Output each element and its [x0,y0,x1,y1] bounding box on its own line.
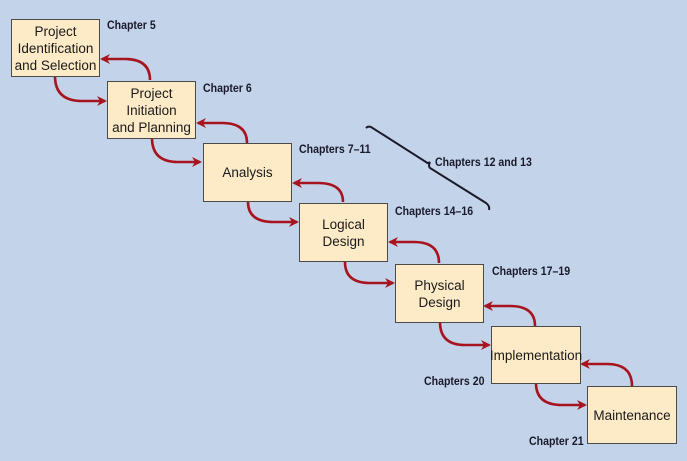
phase-box-physical-design: Physical Design [395,264,484,323]
forward-arrow-3 [246,201,299,227]
forward-arrow-2 [150,137,202,167]
chapter-label-5: Chapter 5 [107,18,156,32]
feedback-arrow-3 [292,178,345,203]
phase-box-project-initiation: Project Initiation and Planning [107,81,196,139]
chapter-label-14-16: Chapters 14–16 [395,204,474,218]
chapter-label-6: Chapter 6 [203,81,252,95]
phase-box-maintenance: Maintenance [587,386,677,444]
feedback-arrow-2 [196,118,249,144]
chapter-label-7-11: Chapters 7–11 [299,142,371,156]
chapter-label-20: Chapters 20 [424,374,485,388]
phase-box-analysis: Analysis [203,143,292,202]
forward-arrow-4 [343,261,395,288]
feedback-arrow-5 [483,301,537,327]
brace-label: Chapters 12 and 13 [435,155,532,169]
forward-arrow-1 [53,75,107,106]
brace [365,125,491,211]
feedback-arrow-4 [388,237,441,264]
phase-box-logical-design: Logical Design [299,203,388,262]
phase-box-implementation: Implementation [490,326,582,384]
chapter-label-17-19: Chapters 17–19 [492,264,571,278]
forward-arrow-5 [438,321,491,350]
feedback-arrow-6 [580,359,634,387]
phase-box-project-identification: Project Identification and Selection [11,19,100,77]
forward-arrow-6 [534,382,587,410]
feedback-arrow-1 [100,54,152,81]
chapter-label-21: Chapter 21 [529,434,584,448]
